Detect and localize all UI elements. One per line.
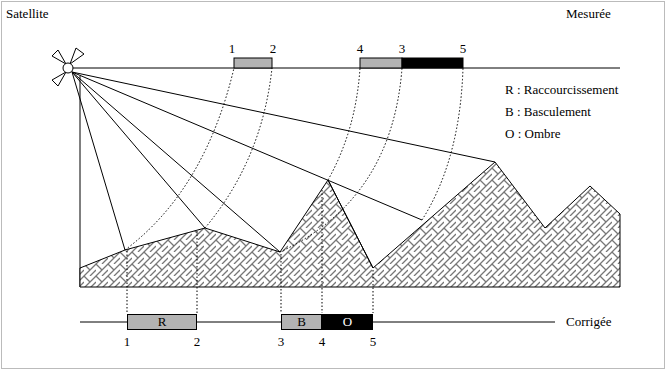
- track-name: Corrigée: [566, 314, 611, 329]
- callout-number: 3: [399, 41, 406, 56]
- band-segment: R: [127, 314, 197, 330]
- callout-number: 1: [124, 334, 131, 349]
- figure-title: Satellite: [6, 6, 49, 21]
- track-name: Mesurée: [566, 6, 611, 21]
- band-letter: O: [343, 315, 352, 329]
- callout-number: 4: [319, 334, 326, 349]
- callout-number: 2: [194, 334, 201, 349]
- callout-number: 1: [229, 41, 236, 56]
- band-letter: B: [297, 315, 306, 329]
- callout-number: 3: [278, 334, 285, 349]
- callout-number: 4: [357, 41, 364, 56]
- band-segment: B: [281, 314, 322, 330]
- band-letter: R: [158, 315, 167, 329]
- legend-text: R : Raccourcissement: [505, 82, 618, 97]
- band-segment: O: [322, 314, 373, 330]
- satellite-icon: [52, 48, 84, 86]
- callout-number: 5: [370, 334, 377, 349]
- legend-text: O : Ombre: [505, 126, 561, 141]
- callout-number: 5: [460, 41, 467, 56]
- legend-text: B : Basculement: [505, 104, 591, 119]
- callout-number: 2: [270, 41, 277, 56]
